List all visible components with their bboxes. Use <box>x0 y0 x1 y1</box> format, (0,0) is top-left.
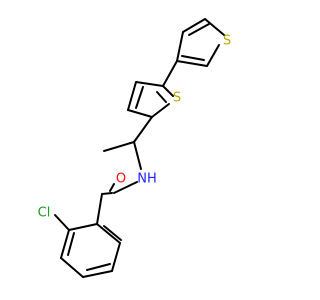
ring-link-bond <box>162 60 178 87</box>
bond <box>82 270 113 278</box>
bond <box>127 81 137 111</box>
bond <box>96 193 103 225</box>
bond <box>103 225 122 241</box>
benzene-ring <box>60 193 122 278</box>
structure-drawing: S S NH O Cl <box>38 18 231 278</box>
ethyl-bond-2 <box>103 141 135 152</box>
bond <box>162 85 174 97</box>
bond <box>156 91 167 103</box>
n-carbonyl-bond <box>113 181 138 194</box>
bond <box>111 242 121 272</box>
molecule-canvas: S S NH O Cl <box>38 18 231 278</box>
thiophene-ring-middle <box>127 81 174 118</box>
c-cl-bond <box>54 214 70 231</box>
nitrogen-atom: NH <box>137 172 157 187</box>
sulfur-atom-middle: S <box>173 91 181 106</box>
bond <box>176 60 208 67</box>
bond <box>127 109 153 118</box>
bond <box>60 229 70 259</box>
bond <box>135 81 164 87</box>
bond <box>204 18 225 36</box>
sulfur-atom-top: S <box>223 34 231 49</box>
bond <box>86 263 111 271</box>
carbonyl-double-bond-a <box>109 183 115 192</box>
bond <box>67 232 75 256</box>
bond <box>206 44 220 67</box>
bond <box>135 86 144 109</box>
carbonyl-ring-bond <box>101 192 113 195</box>
bond <box>188 23 210 36</box>
bond <box>182 18 206 33</box>
bond <box>151 103 170 118</box>
chlorine-atom: Cl <box>38 206 51 221</box>
bond <box>96 223 121 244</box>
bond <box>68 223 98 231</box>
bond <box>176 31 184 62</box>
bond <box>181 55 205 61</box>
bond <box>60 257 84 278</box>
oxygen-atom: O <box>116 172 126 187</box>
ethyl-bond-1 <box>133 116 153 143</box>
thiophene-ring-top <box>176 18 225 67</box>
ch2-n-bond <box>133 141 142 170</box>
